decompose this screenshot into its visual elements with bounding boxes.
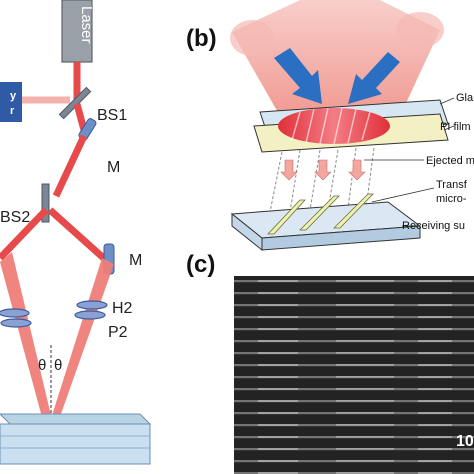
bs1-label: BS1 (97, 107, 127, 124)
ejected-label: Ejected m (426, 155, 474, 167)
transfer-label-2: micro- (436, 193, 467, 205)
beam-bs1-to-m (73, 103, 88, 131)
arrow-right-icon (348, 52, 400, 104)
p2-label: P2 (108, 324, 128, 341)
cut-box-label-bottom: r (10, 105, 15, 117)
theta-right: θ (54, 357, 62, 374)
beam-bs2-left (0, 207, 49, 261)
glass-label: Gla (456, 92, 474, 104)
arrow-left-icon (274, 48, 322, 104)
cut-box-label-top: y (10, 90, 17, 102)
pi-film-label: PI film (440, 121, 471, 133)
beam-right-wide (48, 258, 114, 428)
sem-image (234, 276, 474, 474)
receiving-substrate-side (261, 225, 421, 251)
panel-c-label: (c) (186, 251, 215, 278)
laser-label: Laser (78, 6, 95, 44)
receiving-label: Receiving su (402, 220, 465, 232)
panel-b: (b) (186, 0, 474, 252)
cut-box: y r (0, 82, 22, 122)
transferred-lines (267, 193, 374, 235)
interference-spot (278, 108, 390, 144)
laser-box: Laser (61, 0, 95, 63)
panel-c: (c) 10 (186, 251, 474, 474)
scale-bar-text: 10 (456, 433, 474, 450)
beam-left-wide (0, 252, 54, 432)
callout-lines (364, 97, 455, 227)
sem-image-vignette (234, 276, 474, 474)
left-optics (0, 308, 32, 328)
optical-setup-panel: Laser y r BS1 M BS2 M (0, 0, 152, 465)
transfer-label-1: Transf (436, 179, 468, 191)
sample-slab (0, 413, 152, 465)
cone-right-top (396, 12, 444, 48)
beam-m-to-bs2 (52, 134, 88, 198)
ejection-arrows (280, 159, 366, 181)
ejection-paths (269, 147, 375, 213)
interference-fringes (291, 107, 371, 145)
cone-left-top (230, 20, 274, 56)
h2-label: H2 (112, 300, 133, 317)
bs2-splitter (41, 183, 50, 223)
panel-b-label: (b) (186, 25, 217, 52)
bs2-label: BS2 (0, 209, 30, 226)
right-optics (74, 300, 108, 320)
mirror-top-label: M (107, 159, 120, 176)
mirror-right-label: M (129, 252, 142, 269)
beam-bs2-right (47, 207, 111, 265)
theta-left: θ (38, 357, 46, 374)
